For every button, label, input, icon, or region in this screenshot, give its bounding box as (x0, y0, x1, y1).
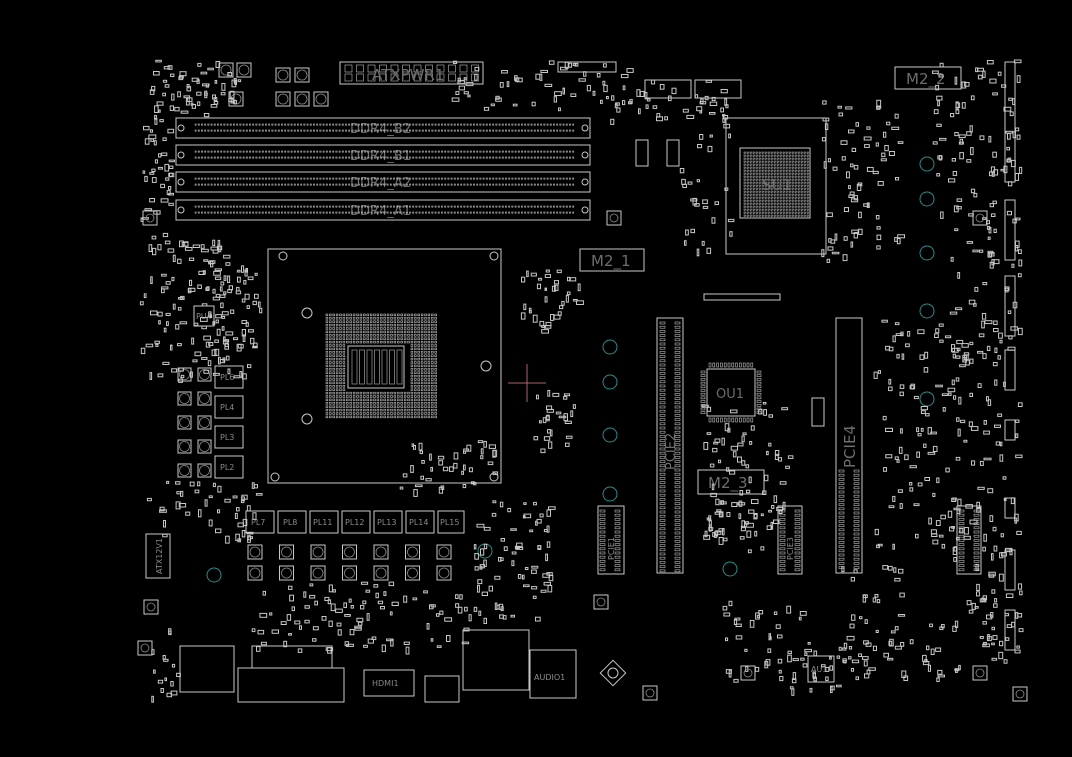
atx-power-label: ATXPWR1 (372, 66, 444, 84)
pl14-label: PL14 (409, 518, 428, 527)
vga-port[interactable] (237, 667, 345, 703)
pl8-label: PL8 (283, 518, 297, 527)
chipset-su1[interactable]: SU1 (725, 117, 827, 255)
m2-3-label: M2_3 (708, 474, 748, 493)
audio-label: AUDIO1 (534, 673, 565, 682)
au1-label: AU1 (811, 665, 827, 674)
dimm-slot-b1[interactable]: DDR4_B1 (175, 144, 591, 166)
pcie1-label: PCIE1 (607, 537, 616, 560)
pcie2-label: PCIE2 (664, 433, 679, 470)
cpu-socket[interactable] (267, 248, 502, 484)
dimm-slot-a1[interactable]: DDR4_A1 (175, 199, 591, 221)
pcie-slot-1[interactable]: PCIE1 (597, 505, 625, 575)
usb-stack-1[interactable] (251, 645, 333, 669)
m2-slot-1[interactable]: M2_1 (579, 248, 645, 272)
audio-jack[interactable]: AUDIO1 (529, 649, 577, 699)
pl3-label: PL3 (220, 433, 234, 442)
ps2-port[interactable] (179, 645, 235, 693)
pl15-label: PL15 (440, 518, 459, 527)
chip-ou1[interactable]: OU1 (700, 362, 762, 423)
m2-slot-2[interactable]: M2_2 (894, 66, 962, 90)
crosshair-cursor-icon (508, 364, 546, 402)
pl6-label: PL6 (220, 373, 234, 382)
pu4-label: PU4 (196, 312, 212, 321)
pcie-slot-3[interactable]: PCIE3 (777, 505, 803, 575)
cpu-power-connector[interactable]: ATX12V1 (145, 533, 171, 579)
cpu-pin-array (325, 313, 437, 419)
m2-2-label: M2_2 (906, 70, 946, 89)
pcie-slot-4[interactable]: PCIE4 (835, 317, 863, 574)
atx12v-label: ATX12V1 (155, 538, 164, 574)
dimm-slot-b2[interactable]: DDR4_B2 (175, 117, 591, 139)
m2-1-label: M2_1 (591, 252, 631, 271)
rear-io: HDMI1 AUDIO1 (179, 629, 577, 703)
pl2-label: PL2 (220, 463, 234, 472)
m2-slot-3[interactable]: M2_3 (697, 469, 765, 495)
pl13-label: PL13 (377, 518, 396, 527)
dimm-b2-label: DDR4_B2 (350, 122, 411, 137)
atx-power-connector[interactable]: ATXPWR1 (339, 61, 484, 85)
dimm-a2-label: DDR4_A2 (350, 176, 411, 191)
su1-label: SU1 (762, 176, 792, 194)
pl12-label: PL12 (345, 518, 364, 527)
dimm-b1-label: DDR4_B1 (350, 149, 411, 164)
dimm-slot-a2[interactable]: DDR4_A2 (175, 171, 591, 193)
vrm-inductors: PL6 PL4 PL3 PL2 PL7 PL8 PL11 PL12 PL13 P… (193, 305, 465, 534)
pcie4-label: PCIE4 (841, 425, 859, 468)
chip-au1[interactable]: AU1 (807, 655, 835, 683)
mounting-diamond-icon (599, 659, 627, 687)
dimm-a1-label: DDR4_A1 (350, 204, 411, 219)
cpu-die-center (347, 345, 405, 389)
hdmi-label: HDMI1 (372, 679, 399, 688)
usb-c-port[interactable] (424, 675, 460, 703)
pcie-slot-2[interactable]: PCIE2 (656, 317, 684, 574)
pl11-label: PL11 (313, 518, 332, 527)
lan-port[interactable] (462, 629, 530, 691)
pcie3-label: PCIE3 (786, 537, 795, 560)
pl7-label: PL7 (251, 518, 265, 527)
ou1-label: OU1 (716, 387, 744, 402)
smd-components (137, 59, 1028, 703)
top-header (557, 61, 617, 73)
pl4-label: PL4 (220, 403, 234, 412)
dimm-pins (177, 123, 589, 214)
hdmi-port[interactable]: HDMI1 (363, 669, 415, 697)
